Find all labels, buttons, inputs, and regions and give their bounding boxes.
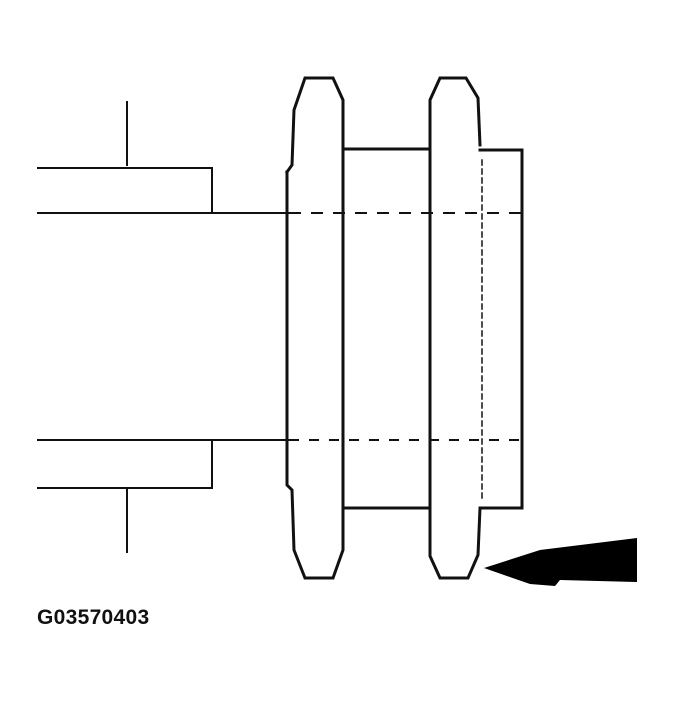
upper-shaft-bracket [37,101,291,214]
left-flange [284,76,345,580]
figure-id-label: G03570403 [37,606,150,629]
pointer-arrow [484,538,637,586]
lower-shaft-bracket [37,439,291,553]
centerlines [289,212,526,441]
bushing-body [341,147,432,510]
right-flange [428,76,482,580]
end-sleeve [478,148,524,510]
